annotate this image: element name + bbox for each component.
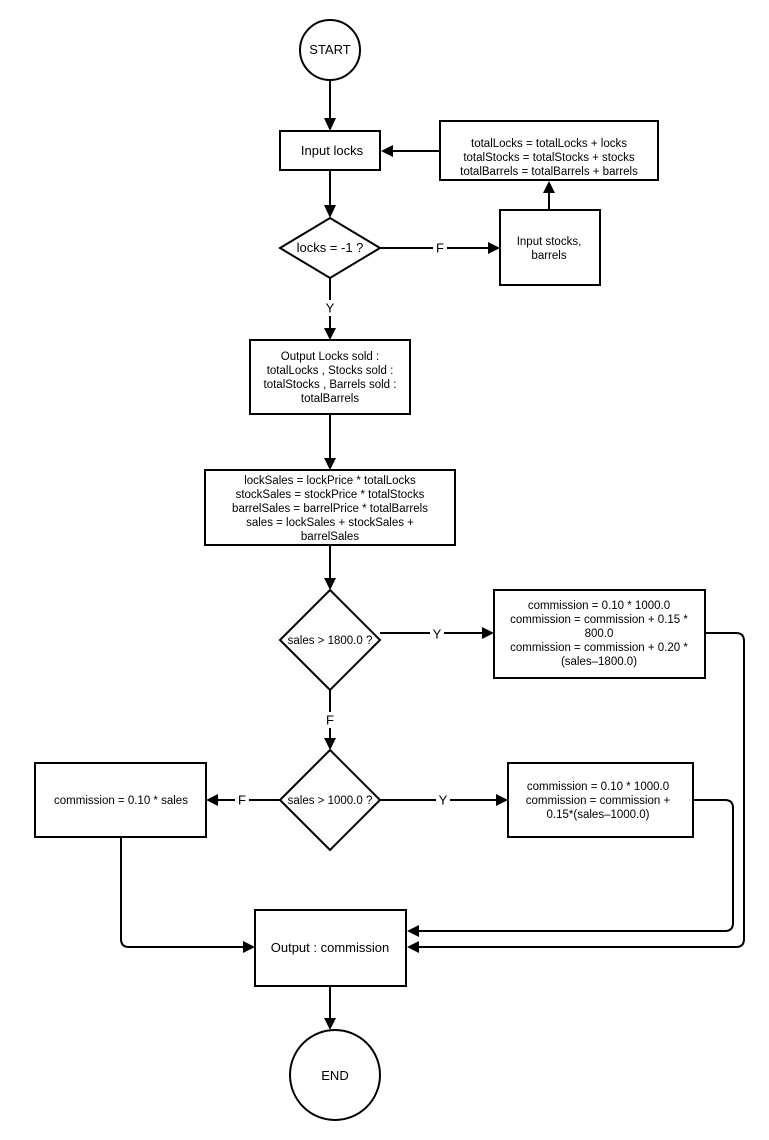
compute-sales-node: lockSales = lockPrice * totalLocks stockS…: [204, 469, 456, 546]
nodes: START Input locks totalLocks = totalLock…: [34, 19, 706, 1121]
commission-low-line: commission = 0.10 * sales: [54, 795, 188, 807]
edge-commission-low-to-output: [120, 837, 245, 948]
arrowhead-compute-sales: [324, 458, 336, 470]
arrowhead-check-locks: [324, 205, 336, 218]
output-sold-label: Output Locks sold : totalLocks , Stocks s…: [264, 351, 397, 405]
edge-label-1000-true: Y: [439, 793, 448, 808]
commission-mid-line: 0.15*(sales–1000.0): [547, 809, 650, 821]
output-sold-line: Output Locks sold :: [281, 351, 379, 363]
input-locks-label: Input locks: [301, 143, 364, 158]
commission-mid-label: commission = 0.10 * 1000.0 commission = c…: [526, 781, 671, 821]
output-commission-label: Output : commission: [271, 940, 390, 955]
arrowhead-input-locks: [324, 118, 336, 131]
arrowhead-end: [324, 1018, 336, 1030]
commission-high-line: 800.0: [585, 628, 614, 640]
check-1000-decision: sales > 1000.0 ?: [278, 748, 382, 852]
arrowhead-commission-high: [482, 627, 494, 639]
check-locks-decision: locks = -1 ?: [278, 216, 382, 280]
edge-commission-high-to-output: [417, 632, 745, 948]
compute-sales-label: lockSales = lockPrice * totalLocks stockS…: [232, 475, 428, 543]
arrowhead-check-1800: [324, 578, 336, 590]
arrowheads: [206, 118, 555, 1030]
arrowhead-output-from-mid: [407, 925, 419, 937]
input-locks-node: Input locks: [279, 130, 381, 171]
arrowhead-loop-input-locks: [381, 145, 393, 157]
output-sold-line: totalBarrels: [301, 393, 359, 405]
output-commission-line: Output : commission: [271, 940, 390, 955]
commission-high-node: commission = 0.10 * 1000.0 commission = c…: [493, 589, 706, 679]
compute-sales-line: lockSales = lockPrice * totalLocks: [244, 475, 416, 487]
update-totals-line: totalLocks = totalLocks + locks: [471, 138, 627, 150]
commission-mid-line: commission = 0.10 * 1000.0: [527, 781, 669, 793]
arrowhead-commission-mid: [496, 794, 508, 806]
commission-high-line: commission = 0.10 * 1000.0: [528, 600, 670, 612]
end-line: END: [321, 1068, 348, 1083]
check-locks-line: locks = -1 ?: [297, 240, 364, 255]
update-totals-node: totalLocks = totalLocks + locks totalStoc…: [439, 120, 659, 181]
edge-label-locks-false: F: [436, 241, 444, 256]
commission-high-line: commission = commission + 0.15 *: [510, 614, 688, 626]
arrowhead-commission-low: [206, 794, 218, 806]
output-sold-line: totalLocks , Stocks sold :: [267, 365, 394, 377]
edge-label-1800-true: Y: [433, 627, 442, 642]
check-1800-decision: sales > 1800.0 ?: [278, 588, 382, 692]
check-1800-line: sales > 1800.0 ?: [288, 635, 373, 647]
commission-high-line: (sales–1800.0): [561, 656, 637, 668]
end-node: END: [289, 1029, 381, 1121]
arrowhead-update-totals: [543, 181, 555, 193]
arrowhead-output-from-high: [407, 941, 419, 953]
output-commission-node: Output : commission: [254, 909, 407, 987]
start-node: START: [299, 19, 361, 81]
check-1000-line: sales > 1000.0 ?: [288, 795, 373, 807]
edge-label-1800-false: F: [326, 713, 334, 728]
commission-mid-node: commission = 0.10 * 1000.0 commission = c…: [507, 762, 694, 838]
commission-high-line: commission = commission + 0.20 *: [510, 642, 688, 654]
update-totals-line: totalBarrels = totalBarrels + barrels: [460, 166, 638, 178]
compute-sales-line: sales = lockSales + stockSales +: [246, 517, 414, 529]
connectors: [120, 80, 745, 1020]
input-stocks-label: Input stocks, barrels: [517, 236, 582, 262]
edge-labels: F Y Y F F Y: [235, 240, 450, 808]
edge-label-locks-true: Y: [326, 301, 335, 316]
edge-commission-mid-to-output: [417, 799, 734, 932]
arrowhead-check-1000: [324, 738, 336, 750]
edge-label-1000-false: F: [238, 793, 246, 808]
check-locks-label: locks = -1 ?: [297, 240, 364, 255]
input-locks-line: Input locks: [301, 143, 364, 158]
compute-sales-line: stockSales = stockPrice * totalStocks: [236, 489, 425, 501]
update-totals-label: totalLocks = totalLocks + locks totalStoc…: [460, 138, 638, 178]
output-sold-line: totalStocks , Barrels sold :: [264, 379, 397, 391]
input-stocks-line: Input stocks,: [517, 236, 582, 248]
end-label: END: [321, 1068, 348, 1083]
start-line: START: [309, 42, 350, 57]
check-1800-label: sales > 1800.0 ?: [288, 635, 373, 647]
arrowhead-input-stocks: [488, 242, 500, 254]
arrowhead-output-sold: [324, 328, 336, 340]
commission-high-label: commission = 0.10 * 1000.0 commission = c…: [510, 600, 688, 668]
input-stocks-line: barrels: [531, 250, 566, 262]
input-stocks-node: Input stocks, barrels: [499, 209, 601, 286]
compute-sales-line: barrelSales: [301, 531, 359, 543]
commission-low-node: commission = 0.10 * sales: [34, 762, 207, 838]
output-sold-node: Output Locks sold : totalLocks , Stocks s…: [249, 339, 411, 415]
check-1000-label: sales > 1000.0 ?: [288, 795, 373, 807]
compute-sales-line: barrelSales = barrelPrice * totalBarrels: [232, 503, 428, 515]
update-totals-line: totalStocks = totalStocks + stocks: [463, 152, 635, 164]
arrowhead-output-from-low: [243, 941, 255, 953]
commission-low-label: commission = 0.10 * sales: [54, 795, 188, 807]
commission-mid-line: commission = commission +: [526, 795, 671, 807]
start-label: START: [309, 42, 350, 57]
